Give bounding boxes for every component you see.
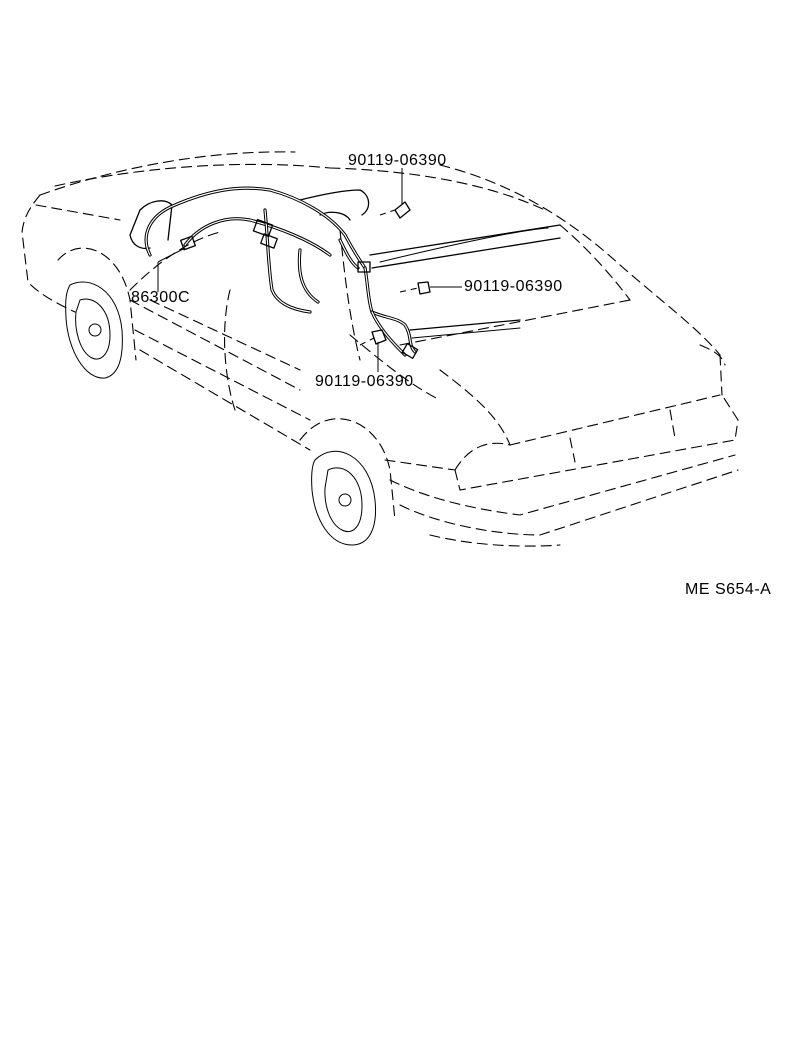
- part-label-bolt-top: 90119-06390: [348, 152, 447, 169]
- harness-leader: [157, 247, 186, 292]
- bolt-icon: [379, 168, 411, 219]
- bolt-icon: [399, 281, 462, 295]
- part-label-bolt-lower: 90119-06390: [315, 373, 414, 390]
- diagram-code: ME S654-A: [685, 581, 772, 598]
- part-label-wire-harness: 86300C: [131, 289, 191, 306]
- bolt-icon: [359, 329, 387, 372]
- car-body-outline: [21, 151, 739, 547]
- part-label-bolt-right: 90119-06390: [464, 278, 563, 295]
- wire-harness: [144, 186, 419, 359]
